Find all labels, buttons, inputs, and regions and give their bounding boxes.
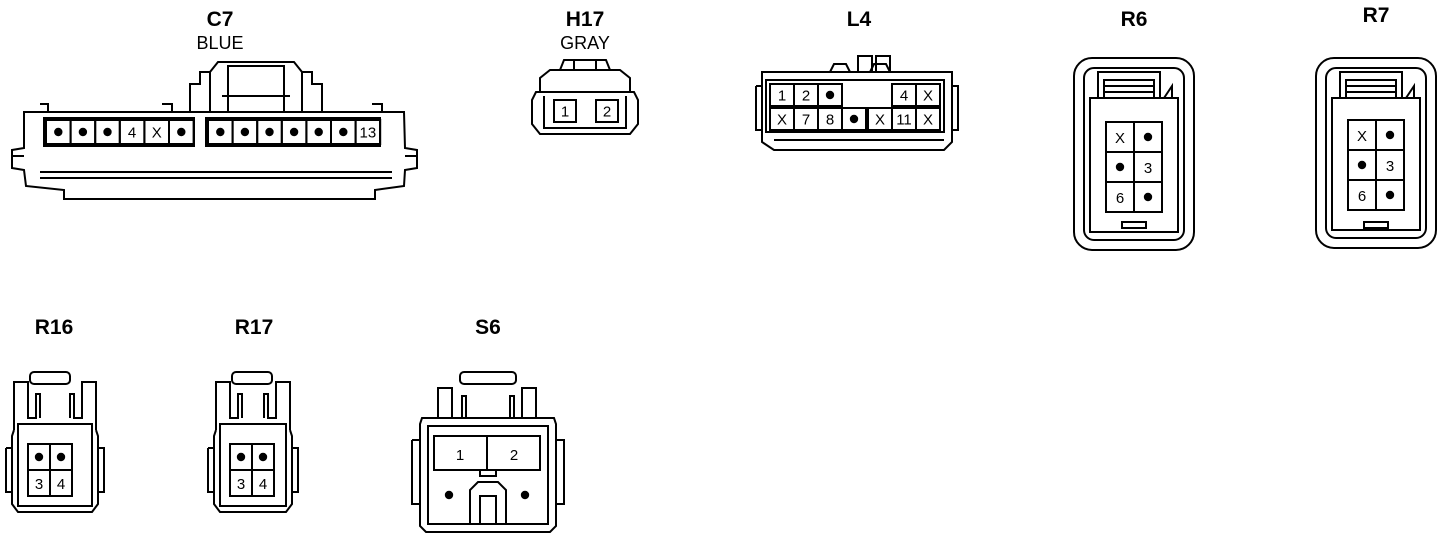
- svg-text:1: 1: [456, 447, 464, 464]
- r16-pin-4: 4: [49, 469, 73, 497]
- svg-text:X: X: [777, 111, 787, 128]
- svg-text:3: 3: [1144, 160, 1152, 177]
- connector-l4-title: L4: [846, 8, 872, 31]
- s6-pin-3: [444, 490, 454, 500]
- s6-pin-frame: [433, 435, 541, 471]
- connector-s6-title: S6: [475, 316, 501, 339]
- l4-pin-3: [817, 83, 843, 107]
- svg-text:8: 8: [826, 111, 834, 128]
- h17-pin-1: 1: [553, 99, 577, 123]
- r7-pin-6: [1375, 179, 1405, 211]
- svg-text:3: 3: [237, 476, 245, 493]
- svg-text:X: X: [1357, 128, 1367, 145]
- l4-pin-frame: [765, 79, 945, 133]
- s6-pin-4: [520, 490, 530, 500]
- svg-text:6: 6: [1358, 188, 1366, 205]
- svg-text:2: 2: [802, 87, 810, 104]
- connector-r7-title: R7: [1362, 4, 1390, 27]
- svg-text:X: X: [1115, 130, 1125, 147]
- svg-text:7: 7: [802, 111, 810, 128]
- c7-pin-13: 13: [354, 119, 382, 145]
- svg-text:4: 4: [57, 476, 65, 493]
- svg-text:1: 1: [778, 87, 786, 104]
- connector-h17-color: GRAY: [560, 33, 610, 53]
- connector-c7-color: BLUE: [196, 33, 244, 53]
- h17-pin-2: 2: [595, 99, 619, 123]
- connector-r6-pin-grid: X 3 6: [1105, 121, 1163, 213]
- s6-pin-2: 2: [510, 447, 518, 464]
- l4-pin-5: X: [915, 83, 941, 107]
- svg-text:2: 2: [510, 447, 518, 464]
- connector-c7-title: C7: [206, 8, 234, 31]
- s6-pin-1: 1: [456, 447, 464, 464]
- c7-pin-6: [168, 119, 195, 145]
- r6-pin-6: [1133, 181, 1163, 213]
- connector-h17-title: H17: [565, 8, 605, 31]
- svg-text:3: 3: [35, 476, 43, 493]
- svg-text:3: 3: [1386, 158, 1394, 175]
- svg-text:4: 4: [128, 124, 136, 141]
- r17-pin-4: 4: [251, 469, 275, 497]
- connector-r17-title: R17: [234, 316, 274, 339]
- l4-pin-12: X: [915, 107, 941, 131]
- svg-text:11: 11: [896, 111, 912, 128]
- l4-pin-9: [841, 107, 867, 131]
- svg-text:1: 1: [561, 103, 569, 120]
- svg-text:2: 2: [603, 103, 611, 120]
- svg-text:X: X: [152, 124, 162, 141]
- svg-text:4: 4: [259, 476, 267, 493]
- svg-text:6: 6: [1116, 190, 1124, 207]
- svg-text:X: X: [923, 87, 933, 104]
- svg-text:13: 13: [360, 124, 377, 141]
- svg-text:X: X: [875, 111, 885, 128]
- connector-r6-title: R6: [1120, 8, 1148, 31]
- connector-r7-pin-grid: X 3 6: [1347, 119, 1405, 211]
- svg-text:X: X: [923, 111, 933, 128]
- connector-r16-title: R16: [34, 316, 74, 339]
- svg-text:4: 4: [900, 87, 908, 104]
